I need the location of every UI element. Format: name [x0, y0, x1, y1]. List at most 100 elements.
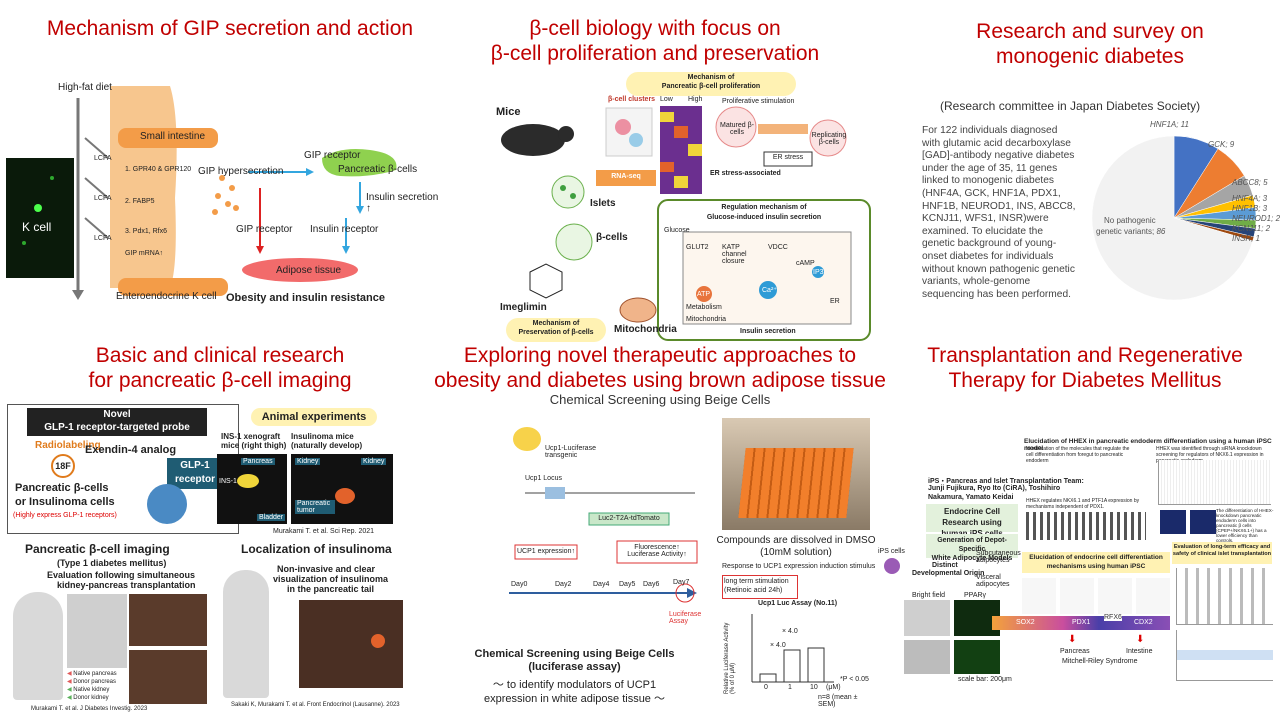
prolif-banner-line1: Mechanism of — [687, 74, 735, 81]
step3-label: 3. Pdx1, Rfx6 — [125, 228, 168, 235]
katp-label: KATP channel closure — [722, 244, 747, 265]
ppar-image-2 — [954, 640, 1000, 674]
luc-n: n=8 (mean ± SEM) — [818, 694, 858, 708]
subcut-label: Subcutaneous adipocytes — [976, 550, 1021, 564]
pie-label-hnf1a: HNF1A; 11 — [1150, 120, 1189, 129]
heatmap — [660, 106, 702, 194]
pie-label-hnf1b: HNF1B; 3 — [1232, 204, 1268, 213]
title-transplant-line2: Therapy for Diabetes Mellitus — [948, 369, 1222, 392]
brown-caption-2: (luciferase assay) — [528, 661, 621, 673]
hhex-image-2 — [1190, 510, 1216, 534]
adipose-shape — [242, 258, 358, 282]
depot-box: Generation of Depot-Specific White Adipo… — [926, 534, 1018, 562]
localization-label: Localization of insulinoma — [241, 542, 392, 556]
mitchell-label: Mitchell-Riley Syndrome — [1062, 658, 1138, 665]
rna-seq-box — [596, 170, 656, 186]
longterm-line2: (Retinoic acid 24h) — [724, 587, 783, 594]
title-transplant-line1: Transplantation and Regenerative — [927, 344, 1243, 367]
elucidation-box: Elucidation of endocrine cell differenti… — [1022, 552, 1170, 573]
mono-description: For 122 individuals diagnosed with gluta… — [922, 125, 1076, 300]
boxplot-chart — [1176, 568, 1273, 625]
ins1-line1: INS-1 xenograft — [221, 432, 281, 441]
gradient-bar — [992, 616, 1170, 630]
ucp1-expression-box — [514, 544, 578, 560]
lineplot-chart — [1176, 630, 1273, 681]
prolif-banner — [626, 72, 796, 96]
luc-ylabel: Relative Luciferase Activity (% of 0 μM) — [724, 622, 736, 694]
brown-caption-3: ～ to identify modulators of UCP1 — [492, 679, 657, 691]
mito-small-label: Mitochondria — [686, 316, 727, 323]
visceral-label: Visceral adipocytes — [976, 574, 1010, 588]
replicating-cell — [809, 119, 847, 157]
hypersecretion-label: GIP hypersecretion — [198, 166, 284, 177]
evaluation-line2: kidney-pancreas transplantation — [57, 580, 196, 590]
day6: Day6 — [643, 581, 660, 588]
brown-subtitle: Chemical Screening using Beige Cells — [549, 392, 771, 407]
pie-label-kcnj11: KCNJ11; 2 — [1232, 224, 1271, 233]
f18-badge: 18F — [51, 454, 75, 478]
imeglimin-molecule — [529, 263, 563, 299]
luc-fold-1: × 4.0 — [782, 628, 798, 635]
beta-diagram — [501, 72, 871, 342]
k-cell-signal — [34, 204, 42, 212]
pie-slice-no-pathogenic-genetic-variants — [1091, 135, 1254, 301]
title-imaging-line2: for pancreatic β-cell imaging — [88, 369, 352, 392]
team-line2: Junji Fujikura, Ryo Ito (CiRA), Toshihir… — [928, 485, 1061, 492]
hhex-nkx: HHEX regulates NKX6.1 and PTF1A expressi… — [1026, 498, 1140, 510]
cells-line2: or Insulinoma cells — [15, 496, 115, 508]
er-stress-box — [763, 151, 813, 167]
bright-label: Bright field — [912, 592, 946, 599]
bladder-tag: Bladder — [257, 514, 286, 521]
imaging-panel: Novel GLP-1 receptor-targeted probe Radi… — [5, 404, 405, 714]
ct-scan-2 — [129, 650, 207, 704]
luc-cassette-box — [588, 512, 670, 526]
small-intestine-label: Small intestine — [140, 131, 206, 142]
ref-jci: Murakami T. et al. J Diabetes Investig. … — [31, 706, 148, 712]
ref-front: Sakaki K, Murakami T. et al. Front Endoc… — [231, 702, 400, 708]
body-scan-2 — [67, 594, 127, 668]
mouse-icon — [513, 427, 541, 451]
pancreas-label: Pancreas — [1060, 648, 1090, 655]
glut2-label: GLUT2 — [686, 244, 709, 251]
islets-label: Islets — [590, 198, 616, 209]
low-label: Low — [660, 96, 673, 103]
gip-mrna-label: GIP mRNA↑ — [125, 250, 163, 257]
depot-line1: Generation of Depot-Specific — [937, 537, 1007, 553]
pie-label-gck: GCK; 9 — [1208, 140, 1235, 149]
luc-bar-10 — [807, 647, 825, 683]
glp1-receptor-box: GLP-1 receptor — [167, 458, 223, 489]
distinct-line1: Distinct — [932, 562, 958, 569]
response-label: Response to UCP1 expression induction st… — [722, 563, 876, 570]
high-label: High — [688, 96, 703, 103]
gip-dots — [212, 175, 239, 215]
exendin-label: Exendin-4 analog — [85, 444, 177, 456]
ct-scan-3 — [299, 600, 403, 688]
lcfa-label-3: LCFA — [94, 235, 112, 242]
ips-circle — [884, 558, 900, 574]
endocrine-box: Endocrine Cell Research using human iPS … — [926, 504, 1018, 538]
title-imaging-line1: Basic and clinical research — [95, 344, 345, 367]
k-cell-micrograph — [6, 158, 74, 278]
mouse-shape — [501, 124, 565, 156]
metabolism-label: Metabolism — [686, 304, 722, 311]
radiolabeling-label: Radiolabeling — [35, 440, 101, 451]
islet-shape — [551, 175, 585, 209]
cell-circle — [147, 484, 187, 524]
brown-caption-1: Chemical Screening using Beige Cells — [474, 648, 675, 660]
tumor-hotspot — [371, 634, 385, 648]
ins1-hotspot — [237, 474, 259, 488]
hhex-image-1 — [1160, 510, 1186, 534]
title-brown-line1: Exploring novel therapeutic approaches t… — [463, 344, 857, 367]
hhex-sub: Identification of the molecules that reg… — [1026, 446, 1130, 464]
prolif-banner-line2: Pancreatic β-cell proliferation — [661, 83, 761, 90]
ip3-label: IP3 — [813, 269, 824, 276]
luc-fold-2: × 4.0 — [770, 642, 786, 649]
hhex-title: Elucidation of HHEX in pancreatic endode… — [1024, 438, 1272, 452]
hhex-diff: The differentiation of HHEX-knockdown pa… — [1216, 508, 1274, 543]
ins1-tag: INS-1 — [219, 478, 237, 485]
pie-label-none-text: genetic variants — [1096, 227, 1153, 236]
bar-label-pdx1: PDX1 — [1072, 619, 1091, 626]
pancreatic-beta-label: Pancreatic β-cells — [338, 164, 418, 175]
title-gip: Mechanism of GIP secretion and action — [46, 17, 414, 40]
high-fat-diet-label: High-fat diet — [58, 82, 112, 93]
